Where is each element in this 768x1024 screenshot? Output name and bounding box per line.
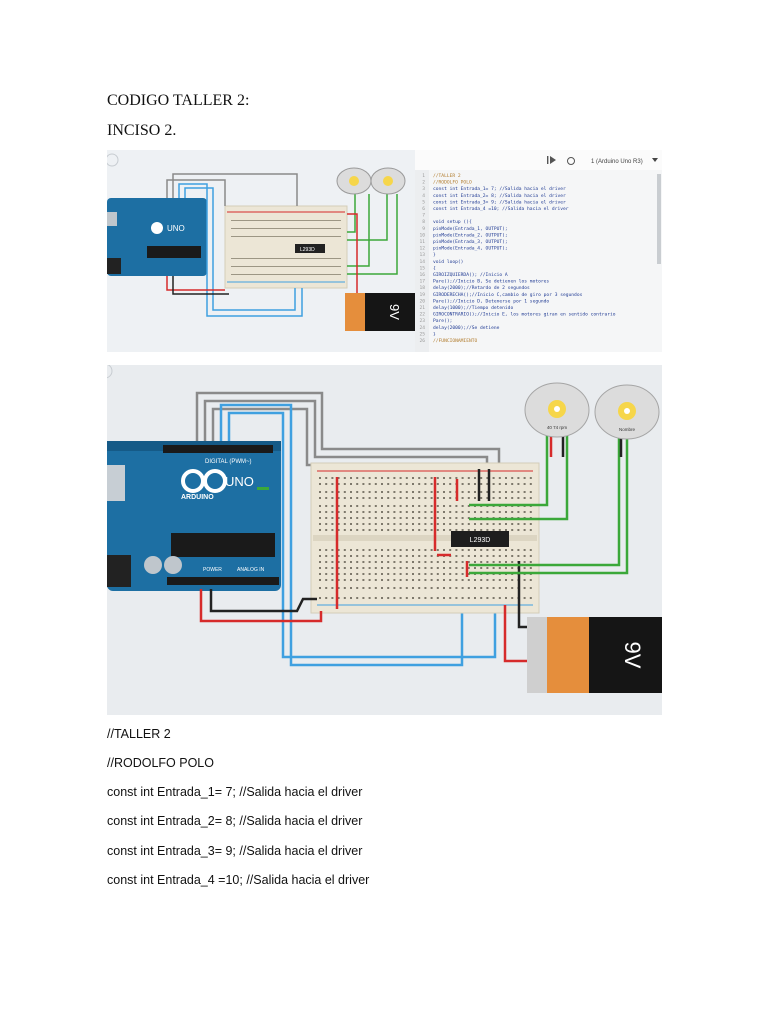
- document-title: CODIGO TALLER 2:: [107, 92, 250, 109]
- debug-icon[interactable]: [567, 157, 575, 165]
- circuit-diagram-1: UNO L293D 9V: [107, 150, 662, 352]
- code-line: const int Entrada_3= 9; //Salida hacia e…: [107, 844, 363, 858]
- battery: [345, 293, 365, 331]
- driver-chip-label: L293D: [300, 247, 315, 253]
- line-number: 1: [422, 173, 425, 179]
- board-label: UNO: [167, 224, 185, 233]
- arduino-board: UNO ARDUINO DIGITAL (PWM~) POWER ANALOG …: [107, 441, 281, 591]
- analog-pins-label: ANALOG IN: [237, 567, 265, 573]
- line-number: 23: [419, 318, 425, 324]
- driver-chip: [451, 531, 509, 547]
- line-number: 25: [419, 331, 425, 337]
- line-number: 10: [419, 232, 425, 238]
- arduino-board: [107, 198, 207, 276]
- code-line: Pare();//Inicio D, Detenerse por 1 segun…: [433, 298, 549, 304]
- code-line: {: [433, 265, 436, 271]
- play-icon[interactable]: [547, 156, 556, 164]
- breadboard: [224, 205, 348, 289]
- line-number: 19: [419, 292, 425, 298]
- circuit-screenshot-2: UNO ARDUINO DIGITAL (PWM~) POWER ANALOG …: [107, 365, 662, 715]
- motor-2: Nombre: [594, 384, 660, 440]
- chevron-down-icon[interactable]: [652, 158, 658, 162]
- code-line: const int Entrada_2= 8; //Salida hacia e…: [433, 193, 566, 199]
- code-line: const int Entrada_1= 7; //Salida hacia e…: [433, 186, 566, 192]
- code-line: //TALLER 2: [433, 173, 461, 179]
- circuit-screenshot-1: UNO L293D 9V: [107, 150, 662, 352]
- line-number: 2: [422, 180, 425, 186]
- code-line: Pare();//Inicio B, Se detienen los motor…: [433, 279, 549, 285]
- line-number: 16: [419, 272, 425, 278]
- line-number: 21: [419, 305, 425, 311]
- line-number: 24: [419, 325, 425, 331]
- line-number: 18: [419, 285, 425, 291]
- code-line: GIROIZQUIERDA(); //Inicio A: [433, 272, 508, 278]
- code-line: void setup (){: [433, 219, 472, 225]
- code-line: delay(2000);//Retardo de 2 segundos: [433, 285, 530, 291]
- code-line: Pare();: [433, 318, 452, 324]
- code-line: void loop(): [433, 259, 463, 265]
- power-pins-label: POWER: [203, 567, 222, 573]
- line-number: 20: [419, 298, 425, 304]
- code-line: const int Entrada_3= 9; //Salida hacia e…: [433, 199, 566, 205]
- code-line: //RODOLFO POLO: [433, 180, 472, 186]
- line-number: 26: [419, 338, 425, 344]
- line-number: 8: [422, 219, 425, 225]
- code-line: pinMode(Entrada_1, OUTPUT);: [433, 226, 508, 232]
- line-number: 13: [419, 252, 425, 258]
- line-number: 9: [422, 226, 425, 232]
- motor-1-label: 40 74 rpm: [547, 425, 568, 430]
- line-number: 17: [419, 279, 425, 285]
- code-line: //FUNCIONAMIENTO: [433, 338, 477, 344]
- device-select[interactable]: 1 (Arduino Uno R3): [591, 159, 643, 165]
- line-number: 11: [419, 239, 425, 245]
- code-line: const int Entrada_4 =10; //Salida hacia …: [107, 873, 370, 887]
- code-line: //RODOLFO POLO: [107, 756, 214, 770]
- code-line: delay(1000);//Tiempo detenido: [433, 305, 513, 311]
- battery: 9V: [527, 617, 662, 693]
- line-number: 22: [419, 312, 425, 318]
- digital-pins-label: DIGITAL (PWM~): [205, 459, 252, 465]
- line-number: 7: [422, 213, 425, 219]
- code-editor: [415, 150, 662, 352]
- battery-label: 9V: [387, 304, 402, 320]
- code-line: pinMode(Entrada_4, OUTPUT);: [433, 246, 508, 252]
- motor-2-label: Nombre: [619, 427, 636, 432]
- board-model-label: UNO: [225, 474, 254, 489]
- battery-label: 9V: [620, 642, 645, 669]
- zoom-icon[interactable]: [107, 365, 113, 379]
- circuit-diagram-2: UNO ARDUINO DIGITAL (PWM~) POWER ANALOG …: [107, 365, 662, 715]
- line-number: 4: [422, 193, 425, 199]
- code-line: const int Entrada_2= 8; //Salida hacia e…: [107, 814, 363, 828]
- board-brand-label: ARDUINO: [181, 494, 214, 501]
- zoom-icon[interactable]: [107, 153, 119, 167]
- code-line: delay(2000);//Se detiene: [433, 325, 500, 331]
- driver-chip-label: L293D: [470, 537, 491, 544]
- line-number: 3: [422, 186, 425, 192]
- code-line: pinMode(Entrada_2, OUTPUT);: [433, 232, 508, 238]
- driver-chip: [295, 244, 325, 253]
- line-number: 12: [419, 246, 425, 252]
- section-heading: INCISO 2.: [107, 122, 177, 139]
- code-line: const int Entrada_4 =10; //Salida hacia …: [433, 206, 569, 212]
- code-line: pinMode(Entrada_3, OUTPUT);: [433, 239, 508, 245]
- code-line: }: [433, 252, 436, 258]
- editor-scrollbar[interactable]: [657, 174, 661, 264]
- line-number: 5: [422, 199, 425, 205]
- breadboard: [310, 462, 540, 614]
- motor-1: 40 74 rpm: [524, 382, 590, 438]
- line-number: 15: [419, 265, 425, 271]
- code-line: GIROCONTRARIO();//Inicio E, los motores …: [433, 312, 616, 318]
- code-line: //TALLER 2: [107, 727, 171, 741]
- line-number: 6: [422, 206, 425, 212]
- code-line: }: [433, 331, 436, 337]
- line-number: 14: [419, 259, 425, 265]
- code-line: GIRODERECHA();//Inicio C,cambio de giro …: [433, 292, 583, 298]
- code-line: const int Entrada_1= 7; //Salida hacia e…: [107, 785, 363, 799]
